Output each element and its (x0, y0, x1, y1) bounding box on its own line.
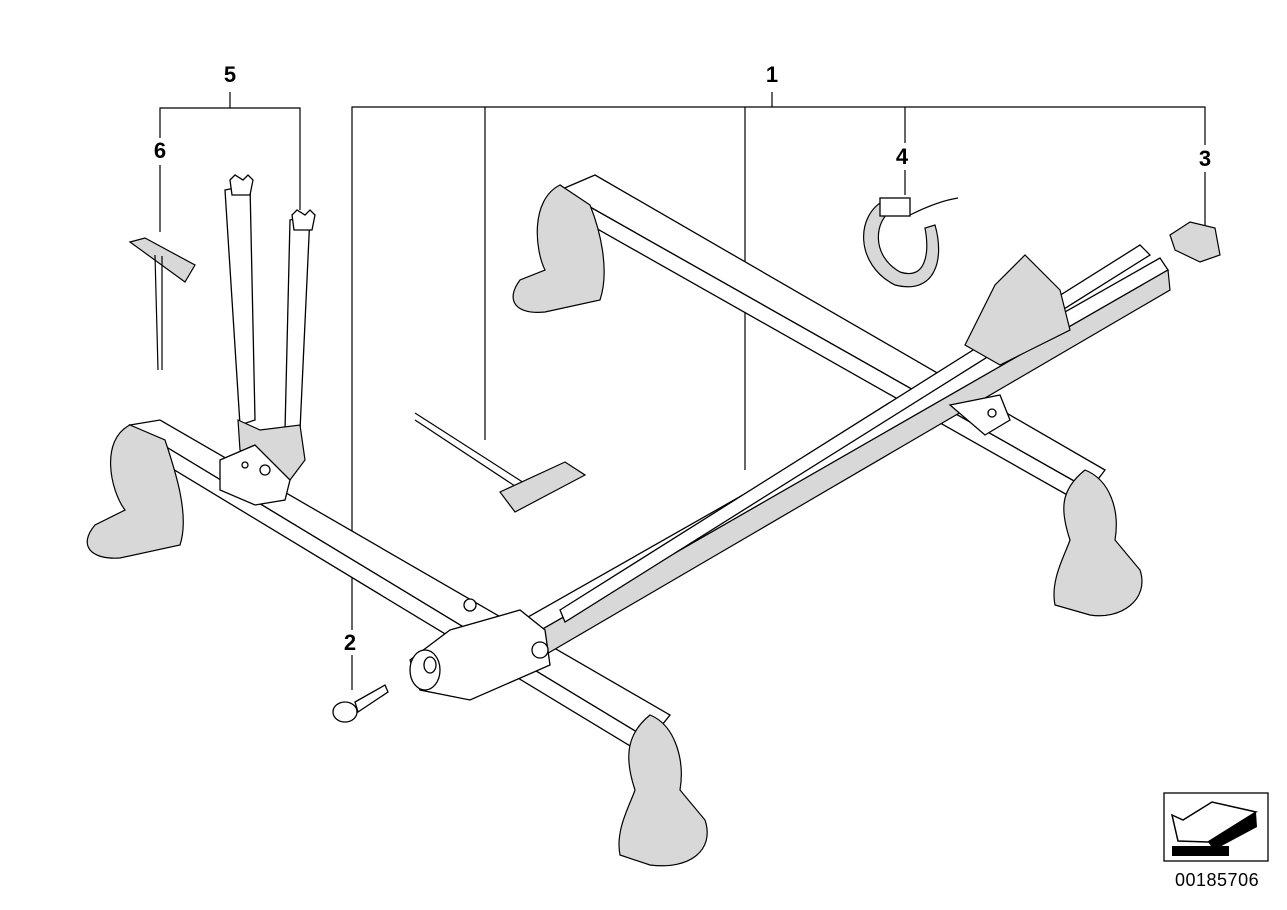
leader-lines (159, 92, 1206, 690)
frame-holder-part-5 (219, 174, 316, 506)
end-cap-part-3 (1169, 221, 1221, 263)
rear-roof-crossbar (512, 174, 1143, 617)
diagram-reference-number: 00185706 (1175, 870, 1260, 890)
callout-label-5: 5 (223, 62, 237, 87)
strap-part-4 (863, 197, 959, 288)
callout-label-1: 1 (765, 62, 779, 87)
arrow-front-left-icon (1163, 792, 1269, 862)
t-wrench-part-6 (128, 237, 196, 371)
t-wrench-part-1 (414, 412, 587, 513)
callout-label-3: 3 (1198, 146, 1212, 171)
callout-label-2: 2 (343, 630, 357, 655)
bicycle-carrier-rail (409, 244, 1171, 701)
callout-label-6: 6 (153, 138, 167, 163)
front-roof-crossbar (86, 419, 708, 867)
key-part-2 (332, 684, 389, 723)
callout-label-4: 4 (895, 144, 909, 169)
